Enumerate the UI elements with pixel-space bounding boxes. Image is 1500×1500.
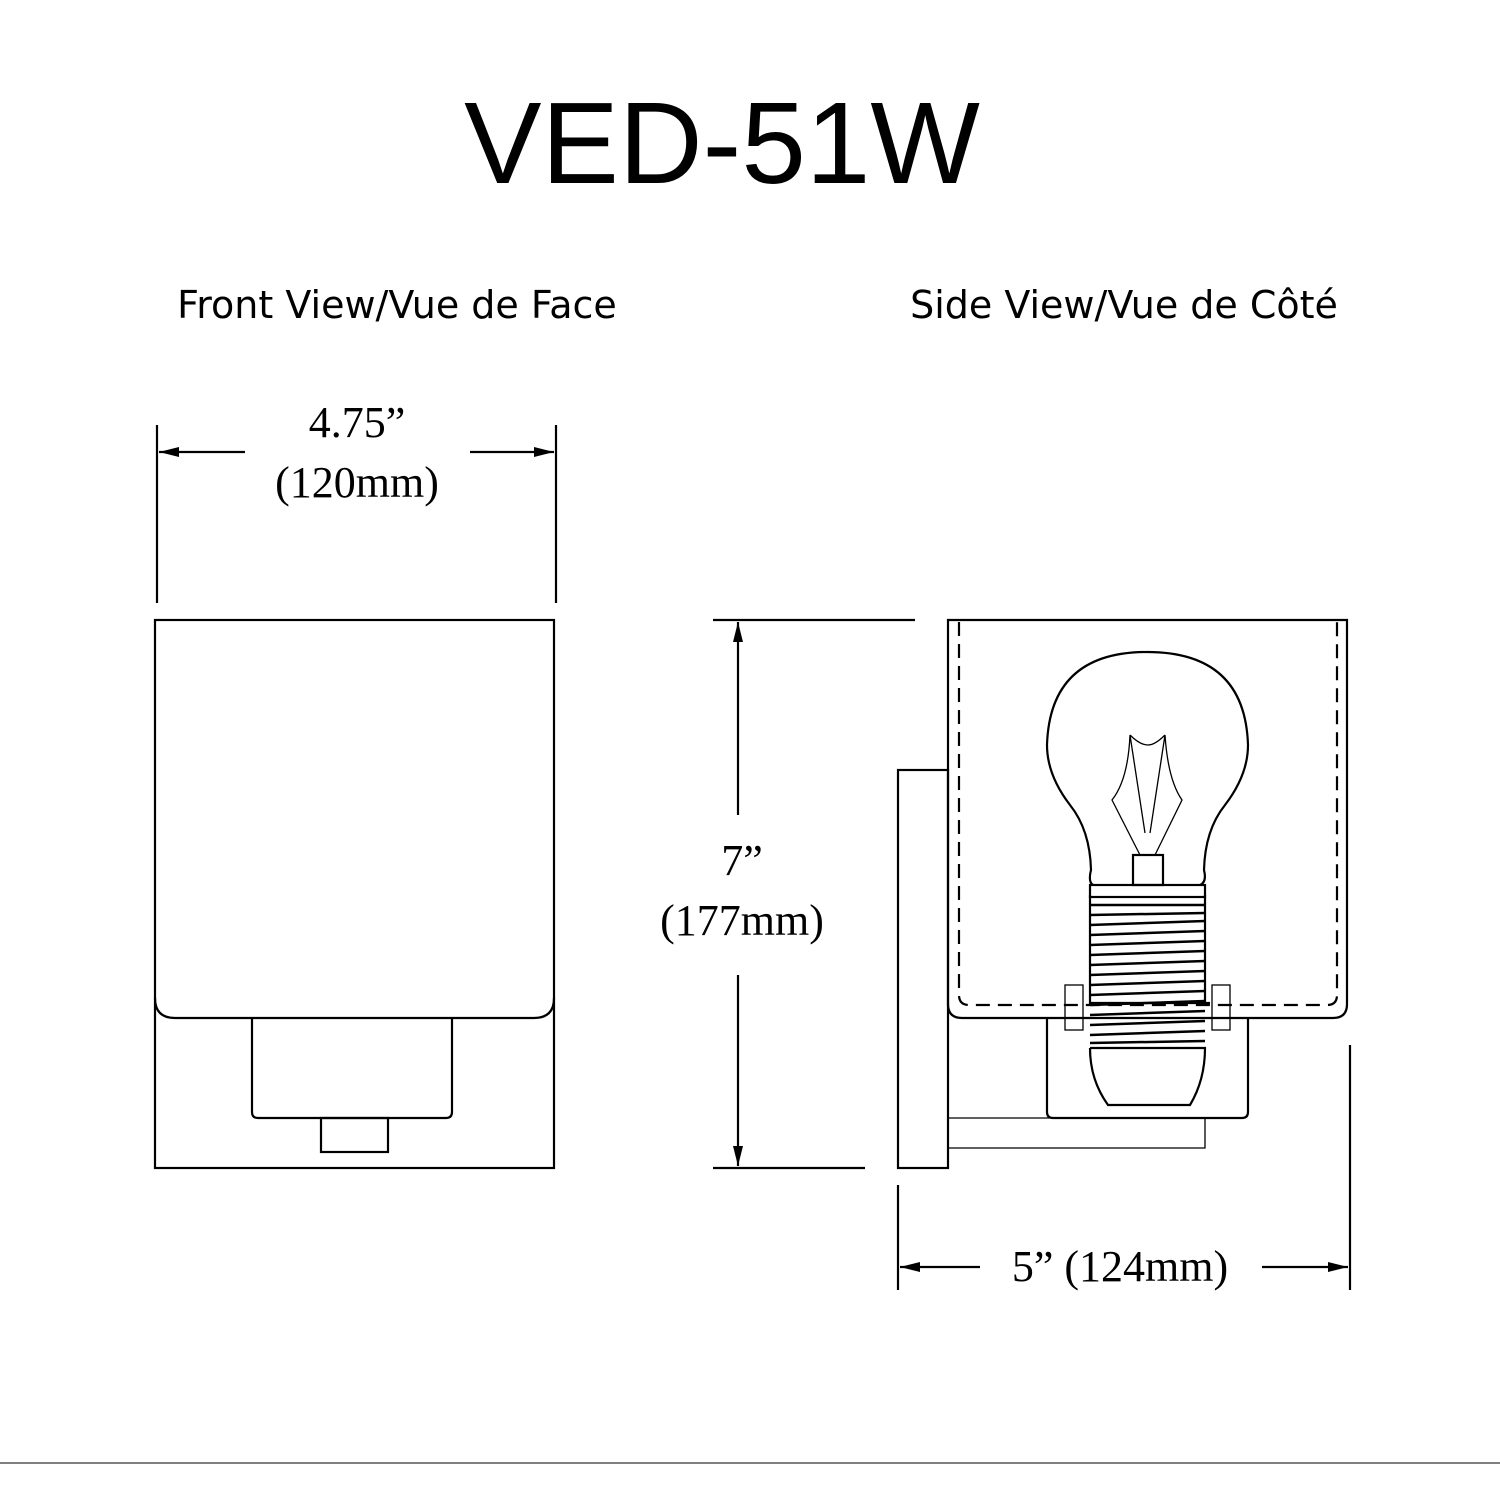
- front-view-label: Front View/Vue de Face: [177, 283, 617, 327]
- model-title: VED-51W: [464, 78, 980, 208]
- depth-dimension-text: 5” (124mm): [1012, 1242, 1228, 1291]
- glass-shade: [946, 618, 1349, 1020]
- width-imperial: 4.75”: [309, 398, 406, 447]
- depth-dimension: 5” (124mm): [896, 1045, 1352, 1291]
- light-bulb-icon: [1045, 650, 1250, 1107]
- wall-plate: [896, 768, 950, 1170]
- width-dimension: 4.75” (120mm): [155, 398, 558, 603]
- width-metric: (120mm): [275, 458, 439, 507]
- side-view-drawing: [896, 618, 1349, 1170]
- side-view-label: Side View/Vue de Côté: [910, 283, 1338, 327]
- height-imperial: 7”: [721, 836, 763, 885]
- front-view-drawing: [153, 618, 556, 1170]
- height-metric: (177mm): [660, 896, 824, 945]
- height-dimension: 7” (177mm): [660, 618, 915, 1170]
